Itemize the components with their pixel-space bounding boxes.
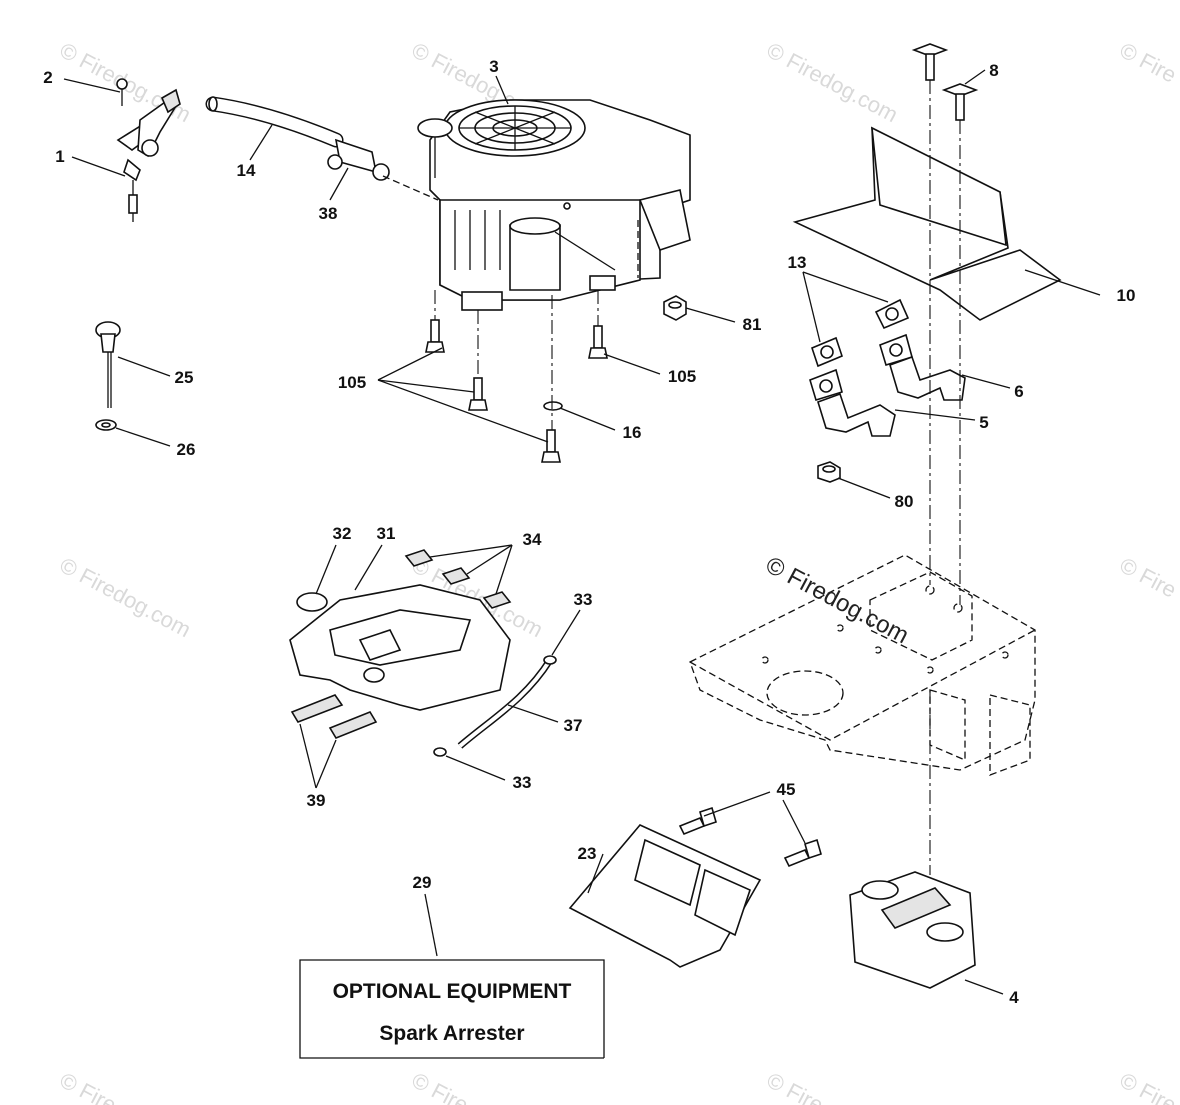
callout-105-right: 105 xyxy=(668,367,696,386)
optional-equipment-title: OPTIONAL EQUIPMENT xyxy=(333,980,572,1003)
part-dipstick xyxy=(95,321,121,431)
watermark-7: © Fire xyxy=(1116,552,1180,602)
part-34-pads xyxy=(404,549,512,609)
callout-39: 39 xyxy=(307,791,326,810)
callout-34: 34 xyxy=(523,530,542,549)
spark-arrester-label: Spark Arrester xyxy=(379,1022,524,1045)
callout-6: 6 xyxy=(1014,382,1023,401)
part-frame xyxy=(689,554,1036,776)
callout-4: 4 xyxy=(1009,988,1019,1007)
part-10-shield xyxy=(792,126,1062,321)
callout-1: 1 xyxy=(55,147,64,166)
callout-10: 10 xyxy=(1117,286,1136,305)
part-4-muffler xyxy=(849,690,976,989)
watermark-11: © Fire xyxy=(1116,1067,1180,1105)
callout-81: 81 xyxy=(743,315,762,334)
centerlines xyxy=(382,80,961,605)
optional-equipment-box: OPTIONAL EQUIPMENT Spark Arrester xyxy=(299,959,605,1059)
callout-16: 16 xyxy=(623,423,642,442)
callout-29: 29 xyxy=(413,873,432,892)
part-31-fuel-tank xyxy=(289,584,511,711)
callout-14: 14 xyxy=(237,161,256,180)
callout-3: 3 xyxy=(489,57,498,76)
part-39-pads xyxy=(290,694,378,739)
callouts: 2 1 3 14 38 8 10 13 6 5 80 81 105 105 16… xyxy=(43,57,1135,1007)
callout-5: 5 xyxy=(979,413,988,432)
watermark-9: © Fire xyxy=(408,1067,473,1105)
part-23-plate xyxy=(568,824,762,968)
part-37-hose xyxy=(433,655,557,757)
callout-26: 26 xyxy=(177,440,196,459)
leader-lines xyxy=(63,69,1101,995)
part-bolts-105 xyxy=(425,319,608,463)
callout-45: 45 xyxy=(777,780,796,799)
callout-33-bottom: 33 xyxy=(513,773,532,792)
callout-38: 38 xyxy=(319,204,338,223)
callout-2: 2 xyxy=(43,68,52,87)
watermark-4: © Fire xyxy=(1116,37,1180,87)
callout-25: 25 xyxy=(175,368,194,387)
watermark-8: © Fire xyxy=(56,1067,121,1105)
callout-37: 37 xyxy=(564,716,583,735)
part-8-bolts xyxy=(911,43,979,121)
watermark-main: © Firedog.com xyxy=(761,551,913,649)
part-fuel-line xyxy=(205,96,390,181)
callout-105-left: 105 xyxy=(338,373,366,392)
callout-23: 23 xyxy=(578,844,597,863)
callout-33-top: 33 xyxy=(574,590,593,609)
part-81-nut xyxy=(663,295,687,321)
watermark-3: © Firedog.com xyxy=(763,37,902,127)
callout-13: 13 xyxy=(788,253,807,272)
part-80-nut xyxy=(817,461,841,483)
callout-32: 32 xyxy=(333,524,352,543)
callout-80: 80 xyxy=(895,492,914,511)
watermark-10: © Fire xyxy=(763,1067,828,1105)
part-exhaust-pipes xyxy=(809,298,966,437)
callout-8: 8 xyxy=(989,61,998,80)
part-throttle-control xyxy=(116,78,181,222)
watermark-5: © Firedog.com xyxy=(56,552,195,642)
part-engine xyxy=(417,99,691,311)
callout-31: 31 xyxy=(377,524,396,543)
